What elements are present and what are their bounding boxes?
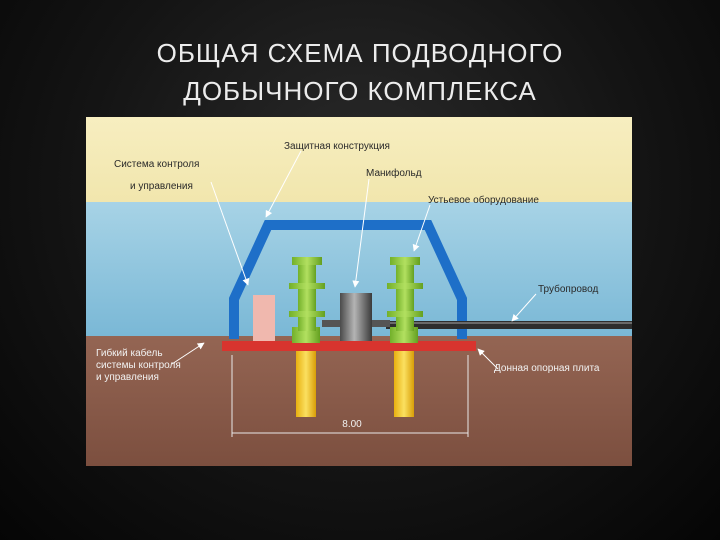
subsea-complex-diagram: 8.00 Система контроля и управления Защит… bbox=[86, 117, 632, 466]
pipeline bbox=[386, 321, 632, 329]
label-control-system-1: Система контроля bbox=[114, 159, 199, 170]
dimension-line bbox=[231, 355, 469, 437]
label-base-plate: Донная опорная плита bbox=[494, 363, 600, 374]
wellhead-right bbox=[387, 257, 423, 417]
slide-title-line-2: ДОБЫЧНОГО КОМПЛЕКСА bbox=[183, 76, 537, 106]
label-pipeline: Трубопровод bbox=[538, 283, 598, 295]
label-flex-cable-3: и управления bbox=[96, 372, 159, 383]
control-module bbox=[253, 295, 275, 341]
leader-control-system bbox=[210, 181, 250, 286]
leader-base-plate bbox=[477, 348, 499, 370]
slide-title-line-1: ОБЩАЯ СХЕМА ПОДВОДНОГО bbox=[156, 38, 564, 68]
slide-title: ОБЩАЯ СХЕМА ПОДВОДНОГО ДОБЫЧНОГО КОМПЛЕК… bbox=[0, 34, 720, 110]
pipeline-highlight bbox=[386, 322, 632, 324]
leader-manifold bbox=[352, 178, 370, 288]
dimension-label: 8.00 bbox=[342, 419, 362, 430]
label-control-system-2: и управления bbox=[130, 181, 193, 192]
label-flex-cable-1: Гибкий кабель bbox=[96, 347, 163, 359]
label-wellhead-equipment: Устьевое оборудование bbox=[428, 194, 539, 206]
manifold bbox=[340, 293, 372, 341]
seabed-area bbox=[86, 336, 632, 466]
leader-pipeline bbox=[511, 293, 537, 322]
wellhead-left bbox=[289, 257, 325, 417]
leader-flex-cable bbox=[171, 342, 205, 365]
protective-structure bbox=[229, 220, 467, 339]
label-flex-cable-2: системы контроля bbox=[96, 360, 181, 371]
sky-area bbox=[86, 117, 632, 202]
base-plate bbox=[222, 341, 476, 351]
leader-wellhead bbox=[412, 204, 431, 252]
leader-protective-structure bbox=[265, 150, 302, 218]
label-manifold: Манифольд bbox=[366, 167, 422, 179]
label-protective-structure: Защитная конструкция bbox=[284, 141, 390, 152]
